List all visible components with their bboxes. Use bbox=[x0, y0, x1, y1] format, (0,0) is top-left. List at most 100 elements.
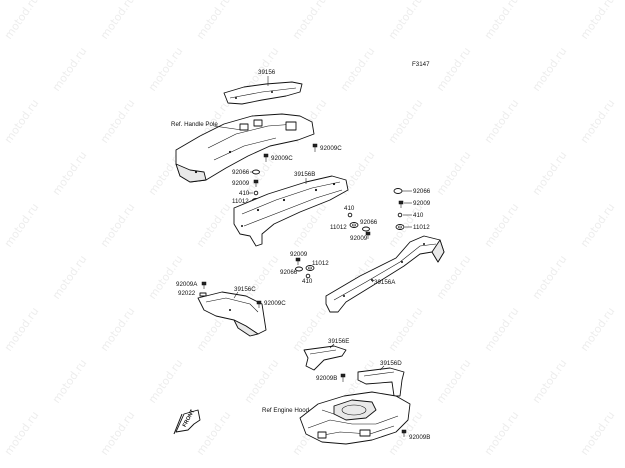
label-410-b: 410 bbox=[344, 205, 355, 212]
label-92022: 92022 bbox=[178, 290, 196, 297]
label-39156: 39156 bbox=[258, 69, 276, 76]
watermark-text: motod.ru bbox=[578, 201, 618, 250]
watermark-text: motod.ru bbox=[242, 357, 282, 406]
leader-39156E bbox=[329, 343, 335, 349]
watermark-text: motod.ru bbox=[146, 357, 186, 406]
watermark-text: motod.ru bbox=[146, 45, 186, 94]
watermark-text: motod.ru bbox=[2, 305, 42, 354]
watermark-text: motod.ru bbox=[98, 201, 138, 250]
watermark-text: motod.ru bbox=[530, 149, 570, 198]
bolt-92009-b bbox=[365, 231, 371, 239]
label-39156E: 39156E bbox=[328, 338, 349, 345]
part-handle-pole-cover bbox=[175, 113, 315, 183]
bolt-92009-a bbox=[253, 179, 259, 187]
nut-410-b bbox=[347, 212, 353, 218]
grommet-11012-b bbox=[349, 222, 359, 228]
label-ref-engine-hood: Ref Engine Hood bbox=[262, 407, 310, 414]
watermark-text: motod.ru bbox=[338, 45, 378, 94]
washer-92066-r bbox=[393, 188, 403, 194]
label-11012-r: 11012 bbox=[413, 224, 430, 231]
watermark-text: motod.ru bbox=[578, 305, 618, 354]
watermark-text: motod.ru bbox=[482, 201, 522, 250]
part-39156-cover bbox=[223, 81, 303, 105]
watermark-text: motod.ru bbox=[98, 0, 138, 42]
bolt-92009C-b bbox=[263, 153, 269, 162]
watermark-text: motod.ru bbox=[2, 201, 42, 250]
watermark-text: motod.ru bbox=[50, 45, 90, 94]
nut-410-a bbox=[253, 190, 259, 196]
label-92066-r: 92066 bbox=[413, 188, 431, 195]
bolt-92009B-a bbox=[340, 373, 346, 382]
part-39156C-bracket bbox=[197, 291, 267, 337]
watermark-text: motod.ru bbox=[434, 357, 474, 406]
leader-39156C bbox=[233, 291, 239, 299]
bolt-92009-m bbox=[295, 257, 301, 265]
label-39156D: 39156D bbox=[380, 360, 402, 367]
watermark-text: motod.ru bbox=[290, 0, 330, 42]
watermark-text: motod.ru bbox=[434, 45, 474, 94]
watermark-text: motod.ru bbox=[530, 45, 570, 94]
label-92009-m: 92009 bbox=[290, 251, 308, 258]
watermark-text: motod.ru bbox=[2, 0, 42, 42]
part-engine-hood bbox=[299, 391, 411, 445]
watermark-text: motod.ru bbox=[98, 409, 138, 458]
label-92066-b: 92066 bbox=[360, 219, 378, 226]
label-11012-a: 11012 bbox=[232, 198, 249, 205]
watermark-text: motod.ru bbox=[50, 357, 90, 406]
part-39156B-plate bbox=[233, 175, 349, 247]
front-direction-badge: FRONT bbox=[173, 408, 201, 435]
watermark-text: motod.ru bbox=[98, 97, 138, 146]
watermark-text: motod.ru bbox=[194, 201, 234, 250]
bolt-92009-r bbox=[398, 200, 404, 208]
label-ref-handle-pole: Ref. Handle Pole bbox=[171, 121, 218, 128]
watermark-text: motod.ru bbox=[2, 97, 42, 146]
bolt-92009A bbox=[201, 281, 207, 289]
clamp-92022 bbox=[199, 292, 207, 297]
nut-410-m bbox=[305, 273, 311, 279]
watermark-text: motod.ru bbox=[290, 305, 330, 354]
watermark-text: motod.ru bbox=[2, 409, 42, 458]
label-11012-b: 11012 bbox=[330, 224, 347, 231]
bolt-92009B-b bbox=[401, 429, 407, 437]
label-410-a: 410 bbox=[239, 190, 250, 197]
label-92066-a: 92066 bbox=[232, 169, 250, 176]
label-92009-a: 92009 bbox=[232, 180, 250, 187]
watermark-text: motod.ru bbox=[386, 97, 426, 146]
leader-ref-handle-pole bbox=[213, 125, 243, 131]
label-92009B-a: 92009B bbox=[316, 375, 337, 382]
label-92009A: 92009A bbox=[176, 281, 198, 288]
watermark-text: motod.ru bbox=[578, 97, 618, 146]
watermark-text: motod.ru bbox=[98, 305, 138, 354]
grommet-11012-r bbox=[395, 224, 405, 230]
watermark-text: motod.ru bbox=[434, 149, 474, 198]
watermark-text: motod.ru bbox=[50, 149, 90, 198]
label-410-m: 410 bbox=[302, 278, 313, 285]
label-92009-b: 92009 bbox=[350, 235, 368, 242]
watermark-text: motod.ru bbox=[482, 0, 522, 42]
watermark-text: motod.ru bbox=[578, 0, 618, 42]
nut-410-r bbox=[397, 212, 403, 218]
label-39156C: 39156C bbox=[234, 286, 256, 293]
watermark-text: motod.ru bbox=[386, 305, 426, 354]
label-92009C-c: 92009C bbox=[264, 300, 286, 307]
label-92066-m: 92066 bbox=[280, 269, 298, 276]
leader-39156A bbox=[371, 279, 375, 283]
watermark-text: motod.ru bbox=[50, 253, 90, 302]
watermark-text: motod.ru bbox=[530, 357, 570, 406]
label-92009-r: 92009 bbox=[413, 200, 431, 207]
washer-92066-m bbox=[295, 266, 303, 272]
washer-92066-a bbox=[252, 169, 260, 175]
label-92009B-b: 92009B bbox=[409, 434, 430, 441]
label-39156B: 39156B bbox=[294, 171, 315, 178]
label-39156A: 39156A bbox=[374, 279, 396, 286]
bolt-92009C-a bbox=[312, 143, 318, 152]
leader-ref-engine-hood bbox=[321, 409, 335, 415]
watermark-text: motod.ru bbox=[482, 305, 522, 354]
watermark-text: motod.ru bbox=[482, 97, 522, 146]
part-39156A-bracket bbox=[325, 235, 445, 313]
washer-92066-b bbox=[362, 226, 370, 232]
figure-code: F3147 bbox=[412, 61, 430, 68]
watermark-text: motod.ru bbox=[194, 409, 234, 458]
